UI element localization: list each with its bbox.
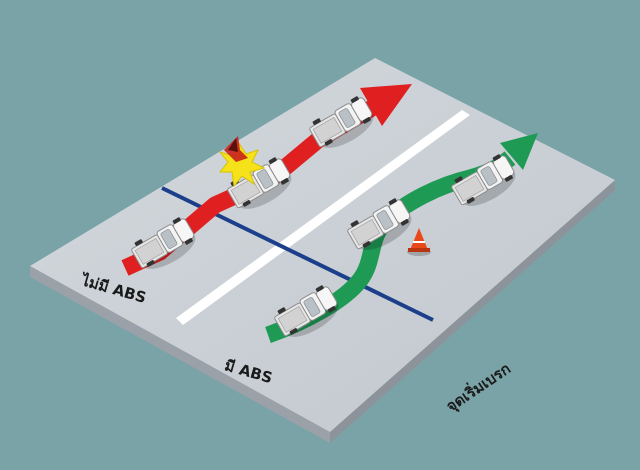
road-surface <box>30 58 615 432</box>
